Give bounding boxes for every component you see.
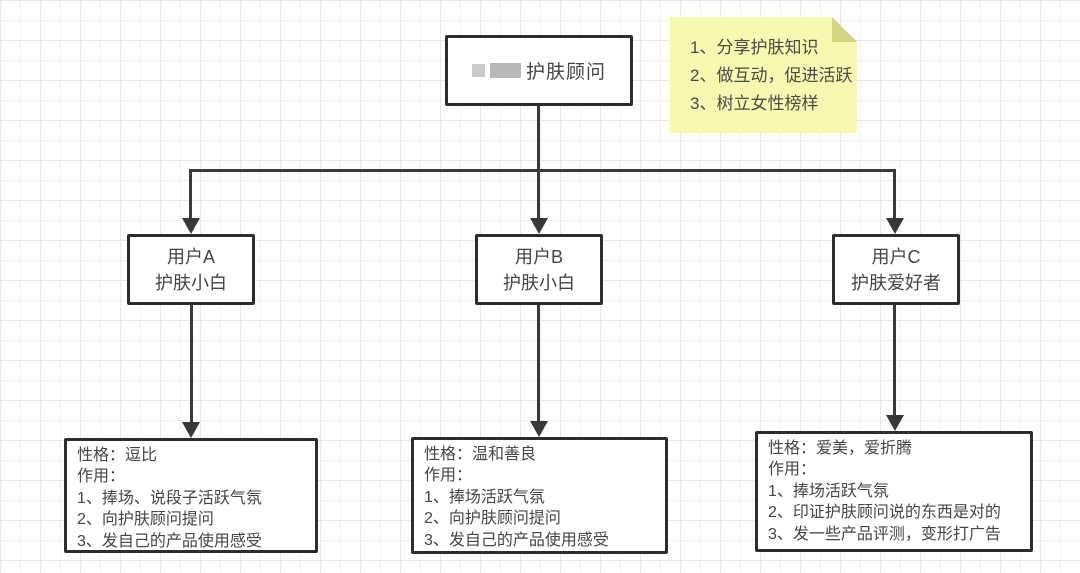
detail-line: 作用： bbox=[768, 461, 817, 479]
user-a-detail-node[interactable]: 性格：逗比 作用： 1、捧场、说段子活跃气氛 2、向护肤顾问提问 3、发自己的产… bbox=[64, 438, 318, 553]
detail-line: 1、捧场活跃气氛 bbox=[424, 488, 545, 506]
user-c-role: 护肤爱好者 bbox=[851, 272, 941, 293]
detail-line: 3、发一些产品评测，变形打广告 bbox=[768, 525, 1001, 543]
user-a-role: 护肤小白 bbox=[155, 272, 227, 293]
arrowhead-detailB-icon bbox=[530, 421, 548, 437]
user-a-node[interactable]: 用户A 护肤小白 bbox=[127, 234, 255, 305]
detail-line: 3、发自己的产品使用感受 bbox=[77, 532, 262, 550]
connector-to-userB bbox=[537, 169, 540, 220]
user-c-detail-node[interactable]: 性格：爱美，爱折腾 作用： 1、捧场活跃气氛 2、印证护肤顾问说的东西是对的 3… bbox=[755, 431, 1033, 552]
arrowhead-userC-icon bbox=[886, 218, 904, 234]
connector-advisor-down bbox=[537, 104, 540, 171]
connector-userC-detail bbox=[893, 305, 896, 417]
connector-userB-detail bbox=[537, 303, 540, 423]
arrowhead-detailC-icon bbox=[886, 415, 904, 431]
user-c-node[interactable]: 用户C 护肤爱好者 bbox=[832, 234, 960, 305]
connector-bus bbox=[189, 169, 896, 172]
user-b-role: 护肤小白 bbox=[503, 272, 575, 293]
note-line: 2、做互动，促进活跃 bbox=[690, 66, 853, 85]
note-folded-corner-icon bbox=[832, 17, 857, 42]
detail-line: 性格：温和善良 bbox=[424, 446, 537, 463]
advisor-node-content: 护肤顾问 bbox=[471, 57, 606, 84]
detail-line: 1、捧场、说段子活跃气氛 bbox=[77, 489, 262, 507]
connector-userA-detail bbox=[190, 303, 193, 424]
detail-line: 2、印证护肤顾问说的东西是对的 bbox=[768, 504, 1001, 522]
user-c-name: 用户C bbox=[871, 246, 921, 267]
user-b-name: 用户B bbox=[514, 246, 563, 267]
arrowhead-detailA-icon bbox=[182, 422, 200, 438]
arrowhead-userA-icon bbox=[182, 218, 200, 234]
redacted-block-small bbox=[471, 64, 485, 77]
redacted-block-wide bbox=[489, 63, 521, 78]
user-b-node[interactable]: 用户B 护肤小白 bbox=[475, 234, 603, 305]
arrowhead-userB-icon bbox=[530, 218, 548, 234]
detail-line: 2、向护肤顾问提问 bbox=[424, 510, 561, 528]
advisor-node[interactable]: 护肤顾问 bbox=[445, 35, 633, 106]
note-line: 1、分享护肤知识 bbox=[690, 38, 819, 57]
detail-line: 1、捧场活跃气氛 bbox=[768, 482, 889, 500]
detail-line: 作用： bbox=[424, 467, 473, 485]
detail-line: 2、向护肤顾问提问 bbox=[77, 511, 214, 529]
detail-line: 性格：爱美，爱折腾 bbox=[768, 440, 913, 457]
note-line: 3、树立女性榜样 bbox=[690, 94, 819, 113]
user-a-name: 用户A bbox=[166, 246, 215, 267]
detail-line: 作用： bbox=[77, 468, 126, 486]
sticky-note[interactable]: 1、分享护肤知识 2、做互动，促进活跃 3、树立女性榜样 bbox=[670, 17, 857, 133]
connector-to-userC bbox=[893, 169, 896, 220]
detail-line: 性格：逗比 bbox=[77, 447, 158, 464]
user-b-detail-node[interactable]: 性格：温和善良 作用： 1、捧场活跃气氛 2、向护肤顾问提问 3、发自己的产品使… bbox=[411, 437, 668, 554]
detail-line: 3、发自己的产品使用感受 bbox=[424, 531, 609, 549]
connector-to-userA bbox=[189, 169, 192, 220]
advisor-label: 护肤顾问 bbox=[525, 62, 606, 83]
